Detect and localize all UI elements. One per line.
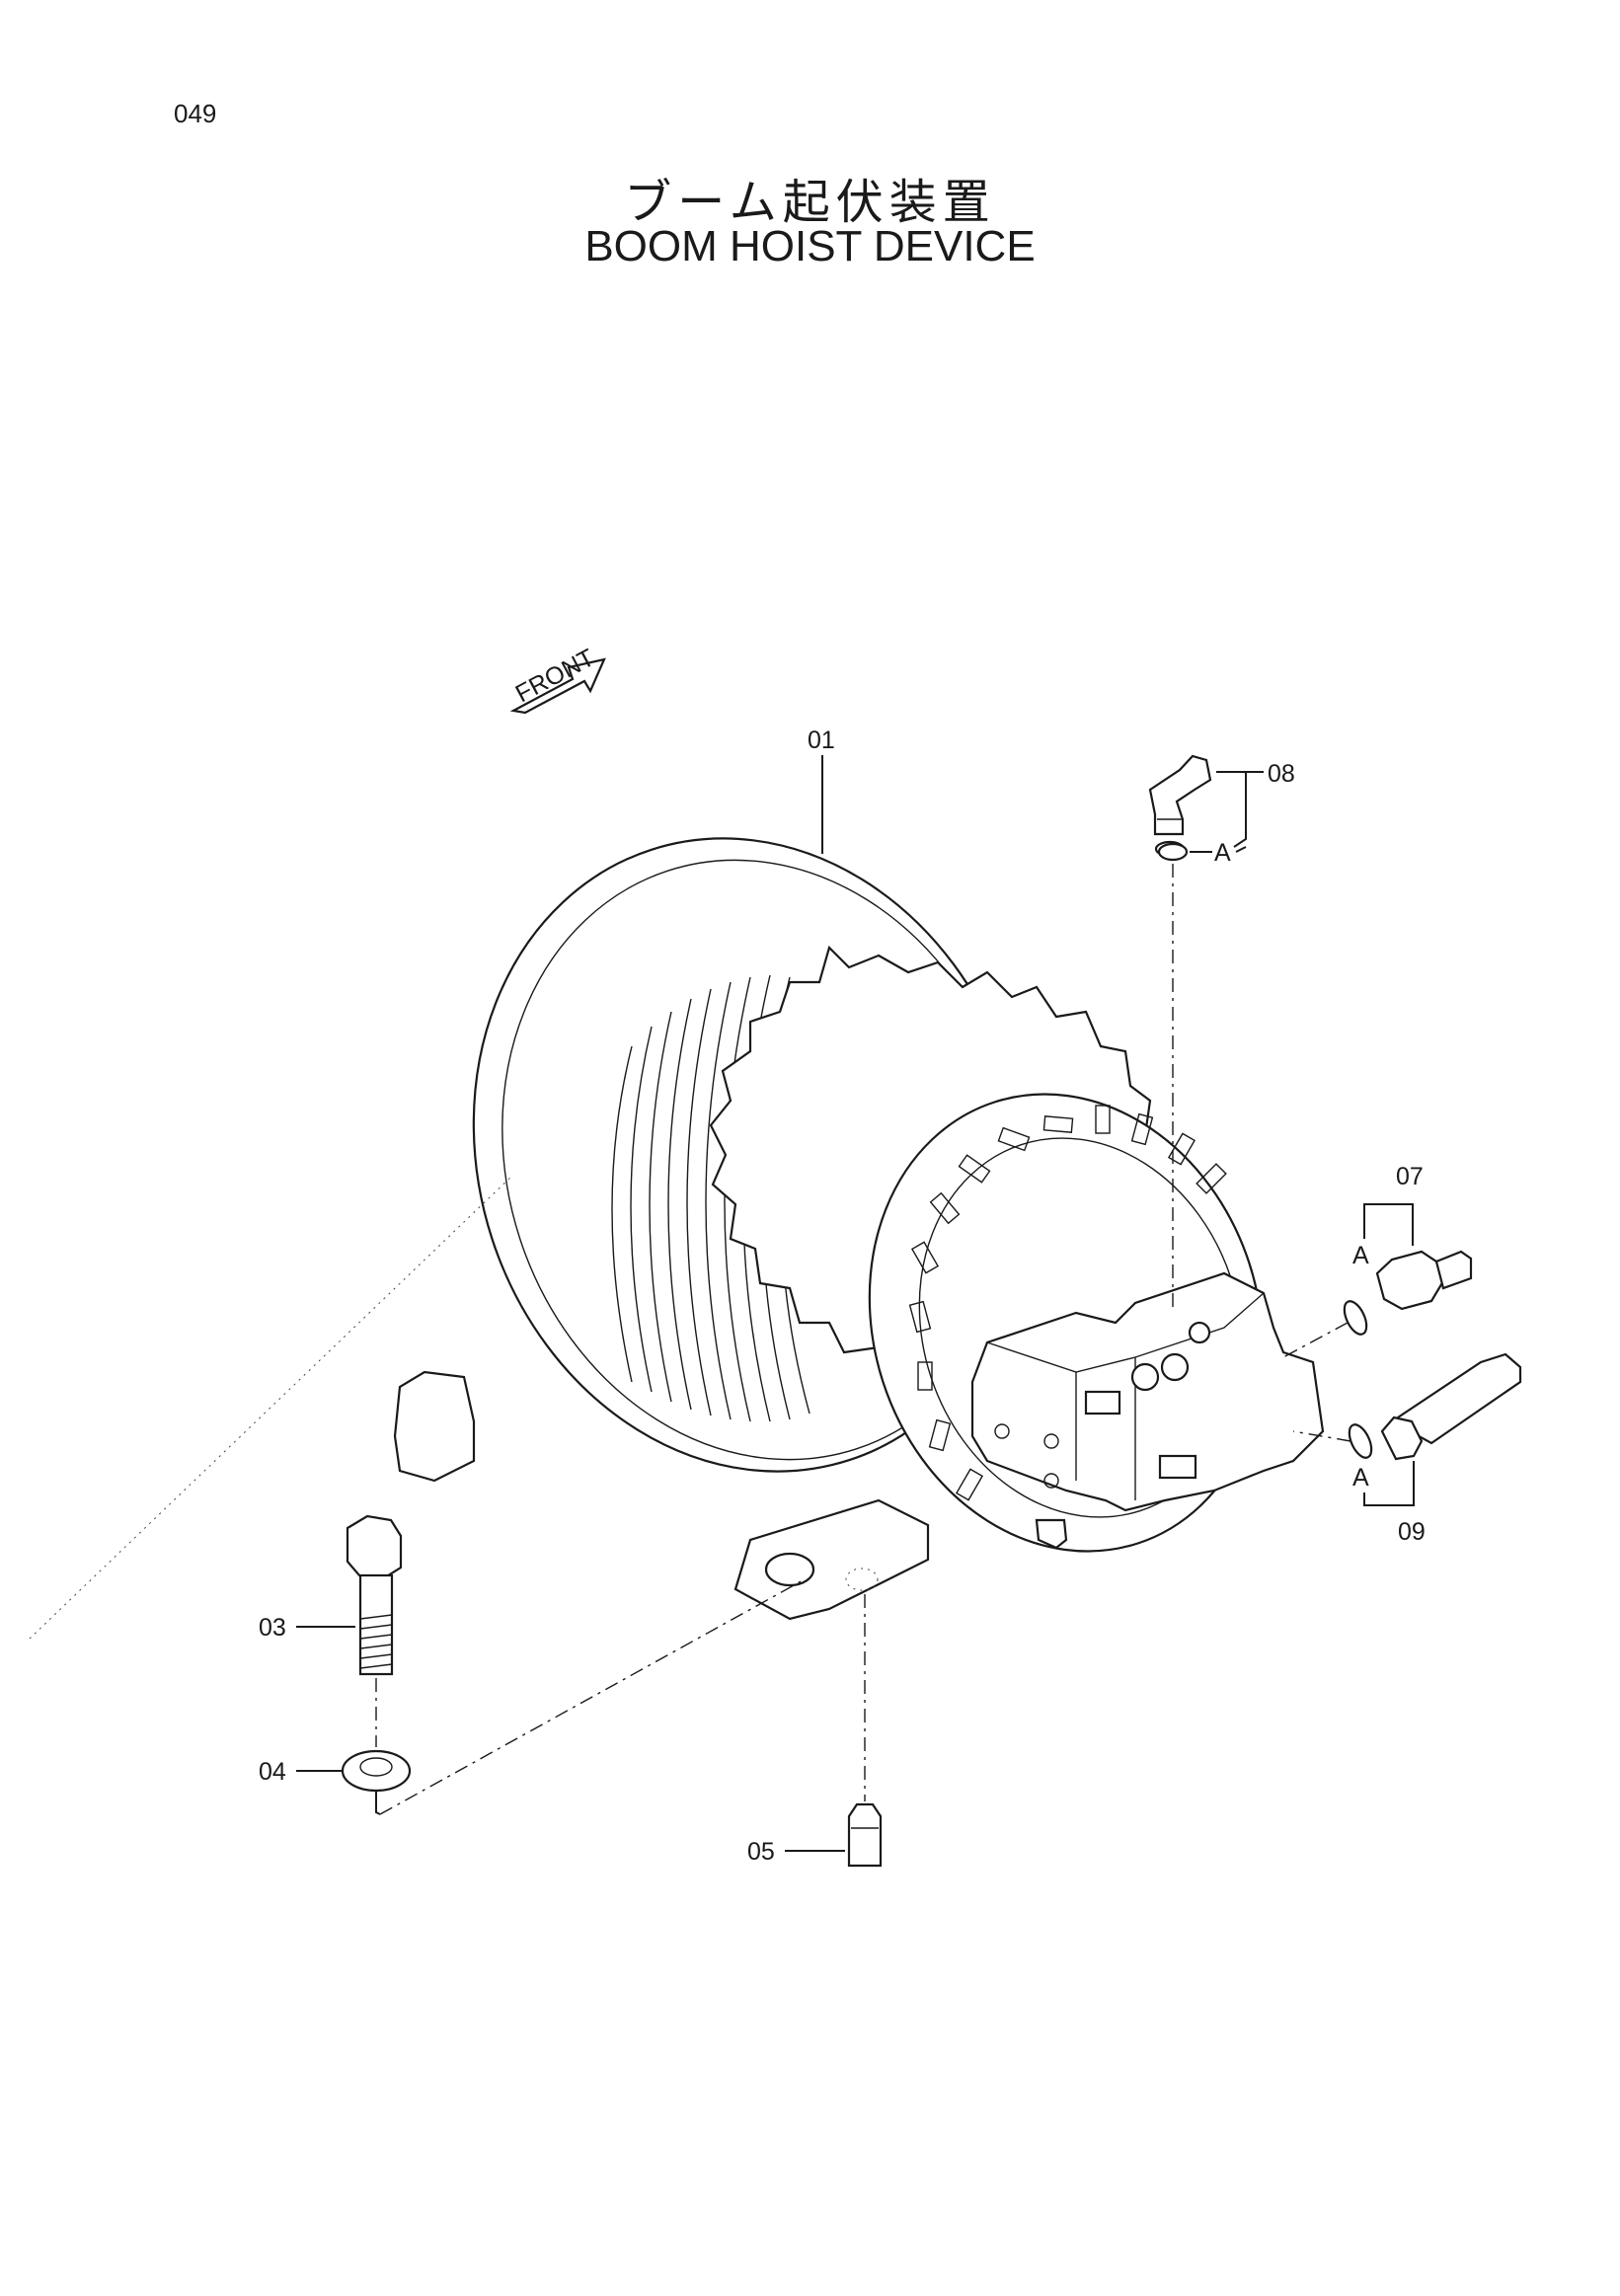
front-arrow: FRONT <box>509 644 606 715</box>
gear-ring-slots <box>908 1105 1227 1501</box>
callout-05: 05 <box>747 1838 775 1866</box>
part-08-elbow-fitting <box>1148 754 1212 858</box>
part-05-pin <box>847 1802 883 1868</box>
title-japanese: ブーム起伏装置 <box>624 175 996 230</box>
callout-01: 01 <box>808 727 835 754</box>
callout-08: 08 <box>1268 760 1295 788</box>
callout-04: 04 <box>259 1758 286 1786</box>
callout-a-07: A <box>1352 1242 1369 1269</box>
callout-03: 03 <box>259 1614 286 1642</box>
o-ring-a-08 <box>1157 842 1189 862</box>
callout-07: 07 <box>1396 1163 1424 1190</box>
hydraulic-motor <box>970 1271 1325 1550</box>
part-07-straight-fitting <box>1343 1250 1473 1336</box>
callout-a-09: A <box>1352 1464 1369 1492</box>
callout-09: 09 <box>1398 1518 1426 1546</box>
callout-a-08: A <box>1214 839 1231 867</box>
page-number: 049 <box>174 99 217 128</box>
title-english: BOOM HOIST DEVICE <box>584 222 1036 270</box>
part-03-bolt <box>346 1514 403 1676</box>
part-09-extension-fitting <box>1348 1352 1522 1461</box>
part-04-washer <box>341 1749 412 1793</box>
